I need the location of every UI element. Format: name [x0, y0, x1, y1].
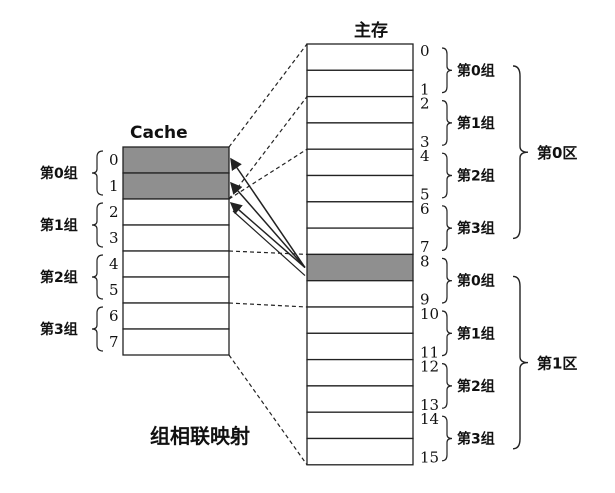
memory-group-label: 第0组 [457, 62, 495, 79]
cache-line-index: 0 [109, 151, 119, 169]
memory-block-index: 0 [420, 42, 430, 60]
area-brace [512, 275, 529, 450]
memory-block-index: 14 [420, 410, 439, 428]
memory-block-index: 2 [420, 95, 430, 113]
memory-group-brace [441, 152, 453, 199]
diagram-caption: 组相联映射 [150, 424, 250, 448]
cache-group-brace [91, 254, 104, 300]
memory-group-brace [441, 257, 453, 304]
memory-block-index: 5 [420, 186, 430, 204]
memory-block-index: 15 [420, 449, 439, 467]
cache-title: Cache [130, 123, 188, 143]
memory-block [306, 201, 414, 229]
cache-line [122, 276, 230, 304]
cache-line-index: 5 [109, 281, 119, 299]
memory-group-label: 第1组 [457, 115, 495, 132]
memory-group-brace [441, 310, 453, 357]
mapping-arrow [232, 210, 306, 276]
projection-dashed-line [228, 96, 308, 200]
area-brace [512, 65, 529, 240]
memory-block [306, 385, 414, 413]
cache-group-brace [91, 306, 104, 352]
cache-group-label: 第3组 [40, 321, 78, 338]
cache-line [122, 224, 230, 252]
projection-dashed-line [228, 302, 308, 308]
mapping-arrow [230, 181, 306, 269]
mapping-arrow [229, 202, 306, 269]
projection-dashed-line [228, 354, 308, 466]
cache-line [122, 198, 230, 226]
area-label: 第0区 [537, 144, 577, 162]
memory-group-label: 第0组 [457, 273, 495, 290]
cache-line-index: 3 [109, 229, 119, 247]
cache-group-brace [91, 150, 104, 196]
memory-block [306, 122, 414, 150]
memory-block [306, 332, 414, 361]
memory-group-brace [441, 47, 453, 94]
memory-block-index: 7 [420, 238, 430, 256]
labels: Cache 主存 组相联映射 01234567第0组第1组第2组第3组01234… [40, 20, 577, 467]
cache-block [122, 146, 230, 356]
cache-line-index: 4 [109, 255, 119, 273]
cache-line-index: 7 [109, 333, 119, 351]
memory-block [306, 227, 414, 256]
cache-group-label: 第1组 [40, 217, 78, 234]
memory-group-brace [441, 100, 453, 146]
cache-line-index: 2 [109, 203, 119, 221]
memory-group-label: 第3组 [457, 431, 495, 448]
projection-dashed-line [228, 250, 308, 255]
projection-dashed-line [228, 43, 308, 148]
memory-block-index: 10 [420, 305, 439, 323]
cache-line-index: 1 [109, 177, 119, 195]
memory-block-index: 3 [420, 133, 430, 151]
memory-block-index: 11 [420, 343, 439, 361]
memory-group-label: 第2组 [457, 168, 495, 185]
cache-line-index: 6 [109, 307, 119, 325]
cache-group-label: 第0组 [40, 165, 78, 182]
cache-line [122, 146, 230, 174]
memory-block [306, 69, 414, 98]
memory-group-brace [441, 205, 453, 251]
memory-block [306, 148, 414, 177]
memory-group-label: 第3组 [457, 220, 495, 237]
memory-block-index: 13 [420, 396, 439, 414]
area-label: 第1区 [537, 355, 577, 373]
mapping-arrow [230, 157, 306, 268]
memory-block [306, 95, 414, 124]
memory-block-index: 6 [420, 200, 430, 218]
memory-block [306, 43, 414, 71]
memory-block-index: 12 [420, 358, 439, 376]
memory-group-label: 第1组 [457, 325, 495, 342]
cache-line [122, 302, 230, 330]
memory-block [306, 174, 414, 203]
cache-group-brace [91, 202, 104, 248]
memory-block [306, 280, 414, 308]
memory-group-label: 第2组 [457, 378, 495, 395]
main-memory-title: 主存 [354, 20, 388, 41]
memory-block [306, 437, 414, 466]
memory-block-index: 8 [420, 252, 430, 270]
cache-group-label: 第2组 [40, 269, 78, 286]
cache-line [122, 328, 230, 356]
memory-block-index: 9 [420, 291, 430, 309]
memory-block [306, 253, 414, 282]
memory-block [306, 306, 414, 334]
memory-block [306, 358, 414, 387]
memory-block-index: 1 [420, 80, 430, 98]
memory-group-brace [441, 363, 453, 409]
memory-group-brace [441, 415, 453, 462]
cache-line [122, 250, 230, 278]
mapping-arrows [229, 157, 306, 276]
main-memory-block [306, 43, 414, 466]
cache-line [122, 172, 230, 200]
memory-block-index: 4 [420, 147, 430, 165]
memory-block [306, 411, 414, 440]
